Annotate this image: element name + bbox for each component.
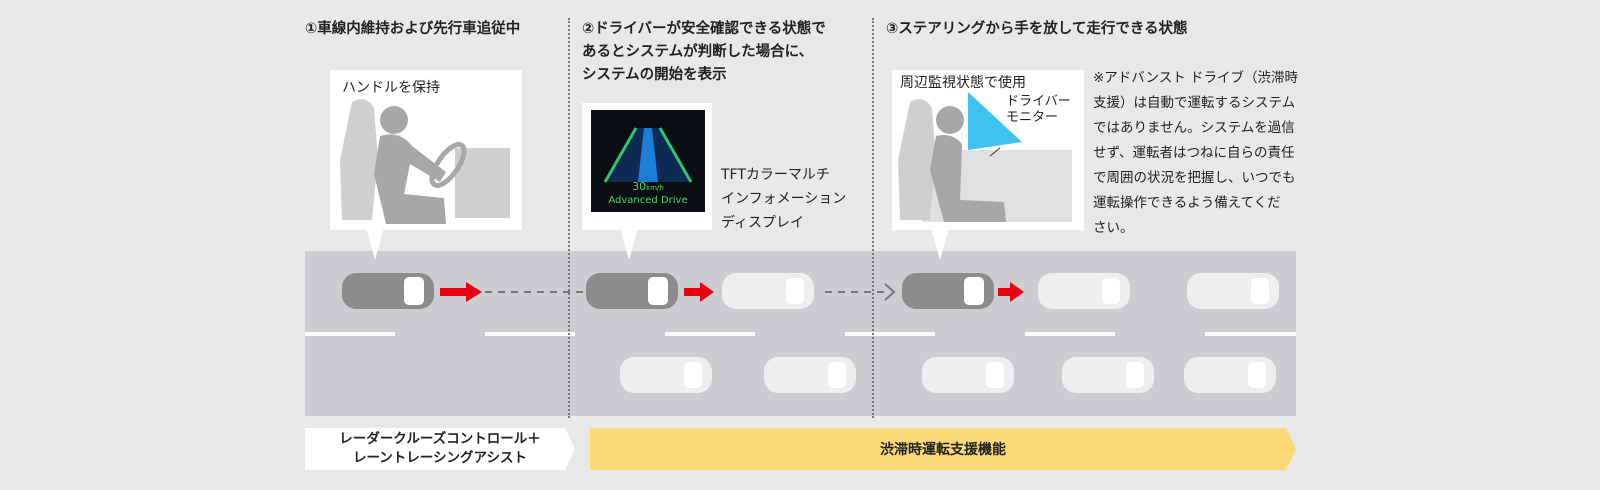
step3-title: ③ステアリングから手を放して走行できる状態	[886, 21, 1188, 37]
lta-acc-bar: レーダークルーズコントロール＋ レーントレーシングアシスト	[305, 428, 575, 470]
screen-speed-readout: 30km/h	[632, 180, 664, 193]
red-arrow-icon	[440, 282, 482, 302]
step-divider	[568, 18, 570, 418]
traffic-car-icon	[922, 357, 1014, 393]
speech-pointer	[620, 228, 638, 260]
step1-title: ①車線内維持および先行車追従中	[305, 21, 521, 37]
lane-dash	[305, 332, 395, 336]
road-lanes-graphic	[603, 127, 693, 183]
ego-car-icon	[586, 273, 678, 309]
tft-screen: 30km/h Advanced Drive	[591, 110, 705, 212]
driver-hands-off-illustration	[898, 92, 1072, 222]
traffic-jam-assist-bar: 渋滞時運転支援機能	[590, 428, 1296, 470]
step-divider	[872, 18, 874, 418]
tft-display-label: TFTカラーマルチ インフォメーション ディスプレイ	[721, 167, 847, 231]
ego-car-icon	[902, 273, 994, 309]
red-arrow-icon	[998, 282, 1024, 302]
speech-pointer	[366, 228, 384, 260]
ego-car-icon	[342, 273, 434, 309]
traffic-car-icon	[1187, 273, 1279, 309]
red-arrow-icon	[684, 282, 714, 302]
lane-dash	[1025, 332, 1115, 336]
lane-dash	[1205, 332, 1296, 336]
driver-monitor-label: ドライバー モニター	[1006, 94, 1071, 125]
traffic-car-icon	[1184, 357, 1276, 393]
screen-mode-label: Advanced Drive	[608, 195, 688, 206]
panel-label: 周辺監視状態で使用	[900, 75, 1026, 91]
lead-car-icon	[722, 273, 814, 309]
driver-holding-wheel-illustration	[340, 99, 510, 224]
panel-label: ハンドルを保持	[342, 80, 440, 96]
traffic-car-icon	[620, 357, 712, 393]
step2-title: ②ドライバーが安全確認できる状態で あるとシステムが判断した場合に、 システムの…	[582, 21, 826, 83]
traffic-car-icon	[764, 357, 856, 393]
lead-car-icon	[1038, 273, 1130, 309]
lane-dash	[665, 332, 755, 336]
lane-dash	[845, 332, 935, 336]
disclaimer-note: ※アドバンスト ドライブ（渋滞時 支援）は自動で運転するシステム ではありません…	[1093, 70, 1299, 236]
traffic-car-icon	[1062, 357, 1154, 393]
driver-panel-3: 周辺監視状態で使用 ドライバー モニター	[892, 70, 1084, 230]
speech-pointer	[931, 228, 949, 260]
driver-panel-1: ハンドルを保持	[330, 70, 522, 230]
lane-dash	[485, 332, 575, 336]
